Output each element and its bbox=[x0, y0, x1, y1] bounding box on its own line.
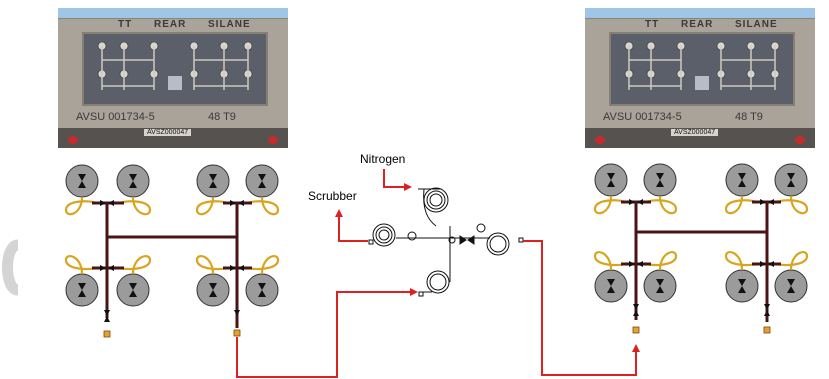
trailer-chassis bbox=[585, 128, 815, 148]
purge-panel bbox=[368, 187, 524, 297]
manifold-piping bbox=[621, 200, 781, 322]
outlet-fitting bbox=[233, 329, 241, 337]
gas-cylinder-icon bbox=[594, 163, 628, 197]
plate-code: 48 T9 bbox=[208, 111, 236, 123]
manifold-piping bbox=[92, 201, 252, 328]
trailer-tag: AVSZ000047 bbox=[671, 129, 719, 136]
coil-icon bbox=[423, 187, 449, 213]
right-manifold bbox=[593, 163, 809, 334]
scrubber-label: Scrubber bbox=[308, 189, 357, 203]
stencil-right: SILANE bbox=[208, 19, 251, 30]
watermark-shape bbox=[2, 239, 20, 296]
tail-light bbox=[268, 136, 278, 144]
outlet-fitting bbox=[103, 330, 111, 338]
gas-cylinder-icon bbox=[774, 163, 808, 197]
plate-id: AVSU 001734-5 bbox=[76, 111, 155, 123]
sky bbox=[585, 8, 815, 20]
left-trailer-flow-line bbox=[236, 288, 418, 378]
stencil-left: TT bbox=[645, 19, 660, 30]
gas-cylinder-icon bbox=[196, 164, 230, 198]
plate-code: 48 T9 bbox=[735, 111, 763, 123]
valve-icons bbox=[629, 199, 774, 316]
gas-cylinder-icon bbox=[116, 273, 150, 307]
gas-cylinder-icon bbox=[245, 273, 279, 307]
tail-light bbox=[595, 136, 605, 144]
valve-icons bbox=[100, 200, 244, 322]
outlet-fitting bbox=[763, 326, 771, 334]
tail-light bbox=[68, 136, 78, 144]
gas-cylinder-icon bbox=[725, 269, 759, 303]
trailer-photo-left: TT REAR SILANE AVSU 001734-5 48 T9 AVSZ0… bbox=[58, 8, 288, 148]
valve-manifold-icon bbox=[97, 41, 253, 90]
gauge-icon bbox=[407, 231, 417, 241]
coil-icon bbox=[426, 270, 450, 294]
gas-cylinder-icon bbox=[643, 163, 677, 197]
coil-icon bbox=[372, 223, 396, 247]
left-manifold bbox=[64, 164, 280, 338]
nitrogen-label: Nitrogen bbox=[360, 152, 406, 166]
right-trailer-flow-line bbox=[523, 240, 640, 376]
outlet-fitting bbox=[632, 326, 640, 334]
gas-cylinder-icon bbox=[725, 163, 759, 197]
gas-cylinder-icon bbox=[245, 164, 279, 198]
gas-cylinder-icon bbox=[643, 269, 677, 303]
coil-icon bbox=[486, 232, 510, 256]
scrubber-flow-line bbox=[335, 209, 368, 242]
stencil-mid: REAR bbox=[681, 19, 714, 30]
nitrogen-flow-line bbox=[383, 169, 412, 191]
valve-panel bbox=[82, 32, 268, 106]
plate-id: AVSU 001734-5 bbox=[603, 111, 682, 123]
gauge-icon bbox=[476, 223, 486, 233]
trailer-photo-right: TT REAR SILANE AVSU 001734-5 48 T9 AVSZ0… bbox=[585, 8, 815, 148]
gas-cylinder-icon bbox=[116, 164, 150, 198]
gas-cylinder-icon bbox=[594, 269, 628, 303]
stencil-mid: REAR bbox=[154, 19, 187, 30]
flow-lines bbox=[236, 169, 640, 378]
gas-cylinder-icon bbox=[774, 269, 808, 303]
trailer-chassis bbox=[58, 128, 288, 148]
valve-panel bbox=[609, 32, 795, 106]
tail-light bbox=[795, 136, 805, 144]
stencil-left: TT bbox=[118, 19, 133, 30]
gas-cylinder-icon bbox=[65, 164, 99, 198]
sky bbox=[58, 8, 288, 20]
valve-manifold-icon bbox=[624, 41, 780, 90]
pigtail-coils bbox=[64, 196, 280, 275]
pigtail-coils bbox=[593, 195, 809, 271]
gas-cylinder-icon bbox=[196, 273, 230, 307]
trailer-tag: AVSZ000047 bbox=[144, 129, 192, 136]
stencil-right: SILANE bbox=[735, 19, 778, 30]
gas-cylinder-icon bbox=[65, 273, 99, 307]
